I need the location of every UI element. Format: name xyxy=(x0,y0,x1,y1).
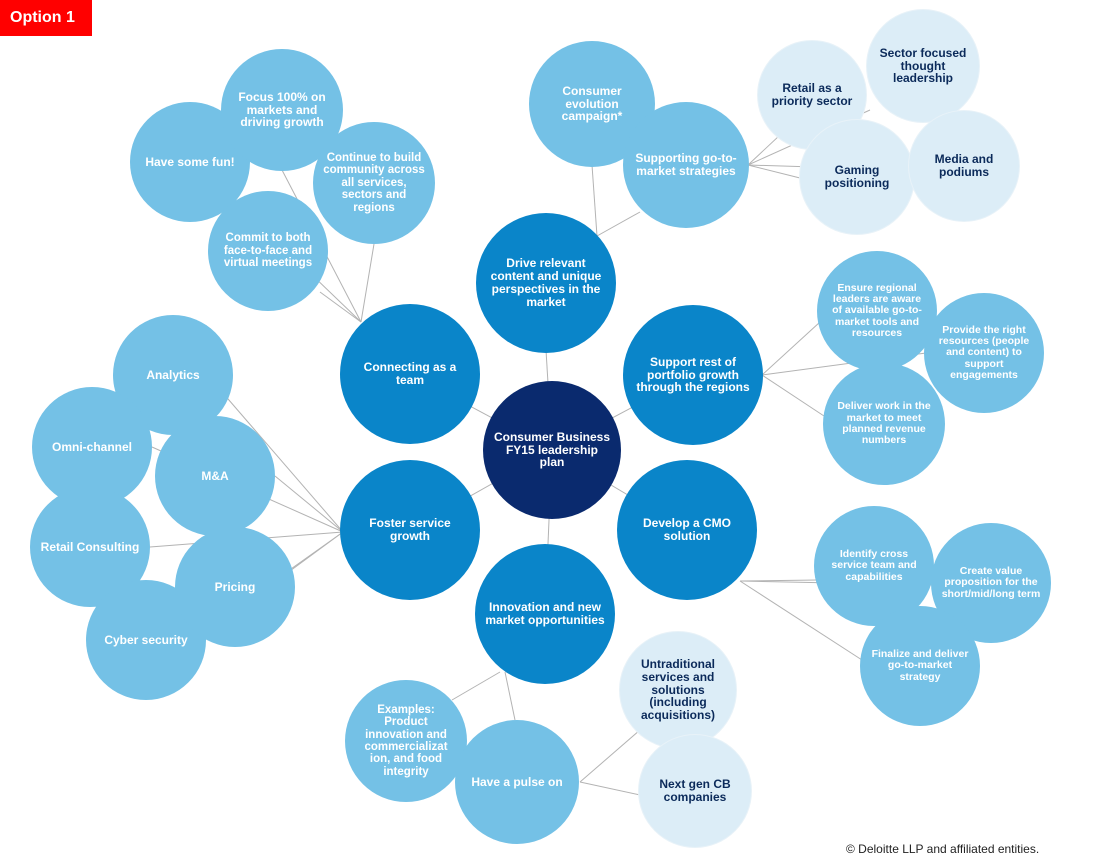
connector-line xyxy=(274,475,344,533)
branch-develop-cmo-solution: Develop a CMO solution xyxy=(617,460,757,600)
node-supporting-gtm: Supporting go-to-market strategies xyxy=(623,102,749,228)
node-label: Cyber security xyxy=(104,632,188,647)
connector-line xyxy=(504,671,516,721)
node-label: Retail Consulting xyxy=(40,539,140,554)
node-label: Retail as a priority sector xyxy=(771,81,853,108)
node-label: Commit to both face-to-face and virtual … xyxy=(223,232,313,270)
node-label: Omni-channel xyxy=(51,439,132,454)
node-m-and-a: M&A xyxy=(155,416,275,536)
node-finalize-strategy: Finalize and deliver go-to-market strate… xyxy=(860,606,980,726)
branch-drive-relevant-content: Drive relevant content and unique perspe… xyxy=(476,213,616,353)
node-label: Pricing xyxy=(214,579,256,594)
node-label: Continue to build community across all s… xyxy=(323,151,425,214)
node-label: Foster service growth xyxy=(369,516,451,543)
node-label: Drive relevant content and unique perspe… xyxy=(490,256,602,309)
node-label: Supporting go-to-market strategies xyxy=(635,151,737,178)
node-label: Have some fun! xyxy=(145,154,235,169)
branch-support-portfolio-growth: Support rest of portfolio growth through… xyxy=(623,305,763,445)
node-have-a-pulse-on: Have a pulse on xyxy=(455,720,579,844)
node-label: Finalize and deliver go-to-market strate… xyxy=(871,648,969,683)
connector-line xyxy=(747,164,801,179)
connector-line xyxy=(221,391,344,533)
branch-connecting-as-a-team: Connecting as a team xyxy=(340,304,480,444)
node-label: Develop a CMO solution xyxy=(642,516,732,543)
node-provide-resources: Provide the right resources (people and … xyxy=(924,293,1044,413)
connector-line xyxy=(319,291,362,323)
node-pricing: Pricing xyxy=(175,527,295,647)
node-label: Focus 100% on markets and driving growth xyxy=(238,89,326,130)
node-label: Media and podiums xyxy=(934,152,994,179)
connector-line xyxy=(451,671,501,701)
node-gaming-positioning: Gaming positioning xyxy=(800,120,914,234)
node-label: Sector focused thought leadership xyxy=(879,45,967,86)
node-next-gen-companies: Next gen CB companies xyxy=(639,735,751,847)
connector-line xyxy=(596,211,641,237)
node-label: Consumer evolution campaign* xyxy=(561,83,623,124)
node-label: Provide the right resources (people and … xyxy=(938,323,1030,381)
branch-foster-service-growth: Foster service growth xyxy=(340,460,480,600)
connector-line xyxy=(761,321,821,376)
node-label: Deliver work in the market to meet plann… xyxy=(837,400,931,447)
node-deliver-work: Deliver work in the market to meet plann… xyxy=(823,363,945,485)
connector-line xyxy=(591,164,598,237)
connector-line xyxy=(739,580,863,661)
connector-line xyxy=(579,781,641,796)
center-node: Consumer Business FY15 leadership plan xyxy=(483,381,621,519)
node-label: Examples: Product innovation and commerc… xyxy=(364,703,448,778)
option-tag: Option 1 xyxy=(0,0,92,36)
node-label: Gaming positioning xyxy=(824,163,890,190)
connector-line xyxy=(360,243,375,323)
node-examples: Examples: Product innovation and commerc… xyxy=(345,680,467,802)
node-label: Innovation and new market opportunities xyxy=(485,600,605,627)
node-commit-meetings: Commit to both face-to-face and virtual … xyxy=(208,191,328,311)
connector-line xyxy=(761,374,825,417)
node-label: Have a pulse on xyxy=(471,774,563,789)
node-untraditional-services: Untraditional services and solutions (in… xyxy=(620,632,736,748)
node-label: Untraditional services and solutions (in… xyxy=(640,656,715,723)
node-label: Next gen CB companies xyxy=(659,777,731,804)
node-ensure-regional: Ensure regional leaders are aware of ava… xyxy=(817,251,937,371)
node-label: Identify cross service team and capabili… xyxy=(831,548,917,583)
node-label: Create value proposition for the short/m… xyxy=(941,565,1041,600)
node-have-some-fun: Have some fun! xyxy=(130,102,250,222)
branch-innovation: Innovation and new market opportunities xyxy=(475,544,615,684)
node-media-podiums: Media and podiums xyxy=(909,111,1019,221)
node-label: Consumer Business FY15 leadership plan xyxy=(493,429,611,470)
copyright-notice: © Deloitte LLP and affiliated entities. xyxy=(846,842,1040,856)
connector-line xyxy=(579,729,641,783)
node-label: Ensure regional leaders are aware of ava… xyxy=(832,281,922,339)
node-label: M&A xyxy=(201,468,229,483)
node-label: Analytics xyxy=(146,367,200,382)
node-build-community: Continue to build community across all s… xyxy=(313,122,435,244)
node-label: Connecting as a team xyxy=(363,360,457,387)
node-label: Support rest of portfolio growth through… xyxy=(636,354,750,395)
node-sector-thought-leadership: Sector focused thought leadership xyxy=(867,10,979,122)
